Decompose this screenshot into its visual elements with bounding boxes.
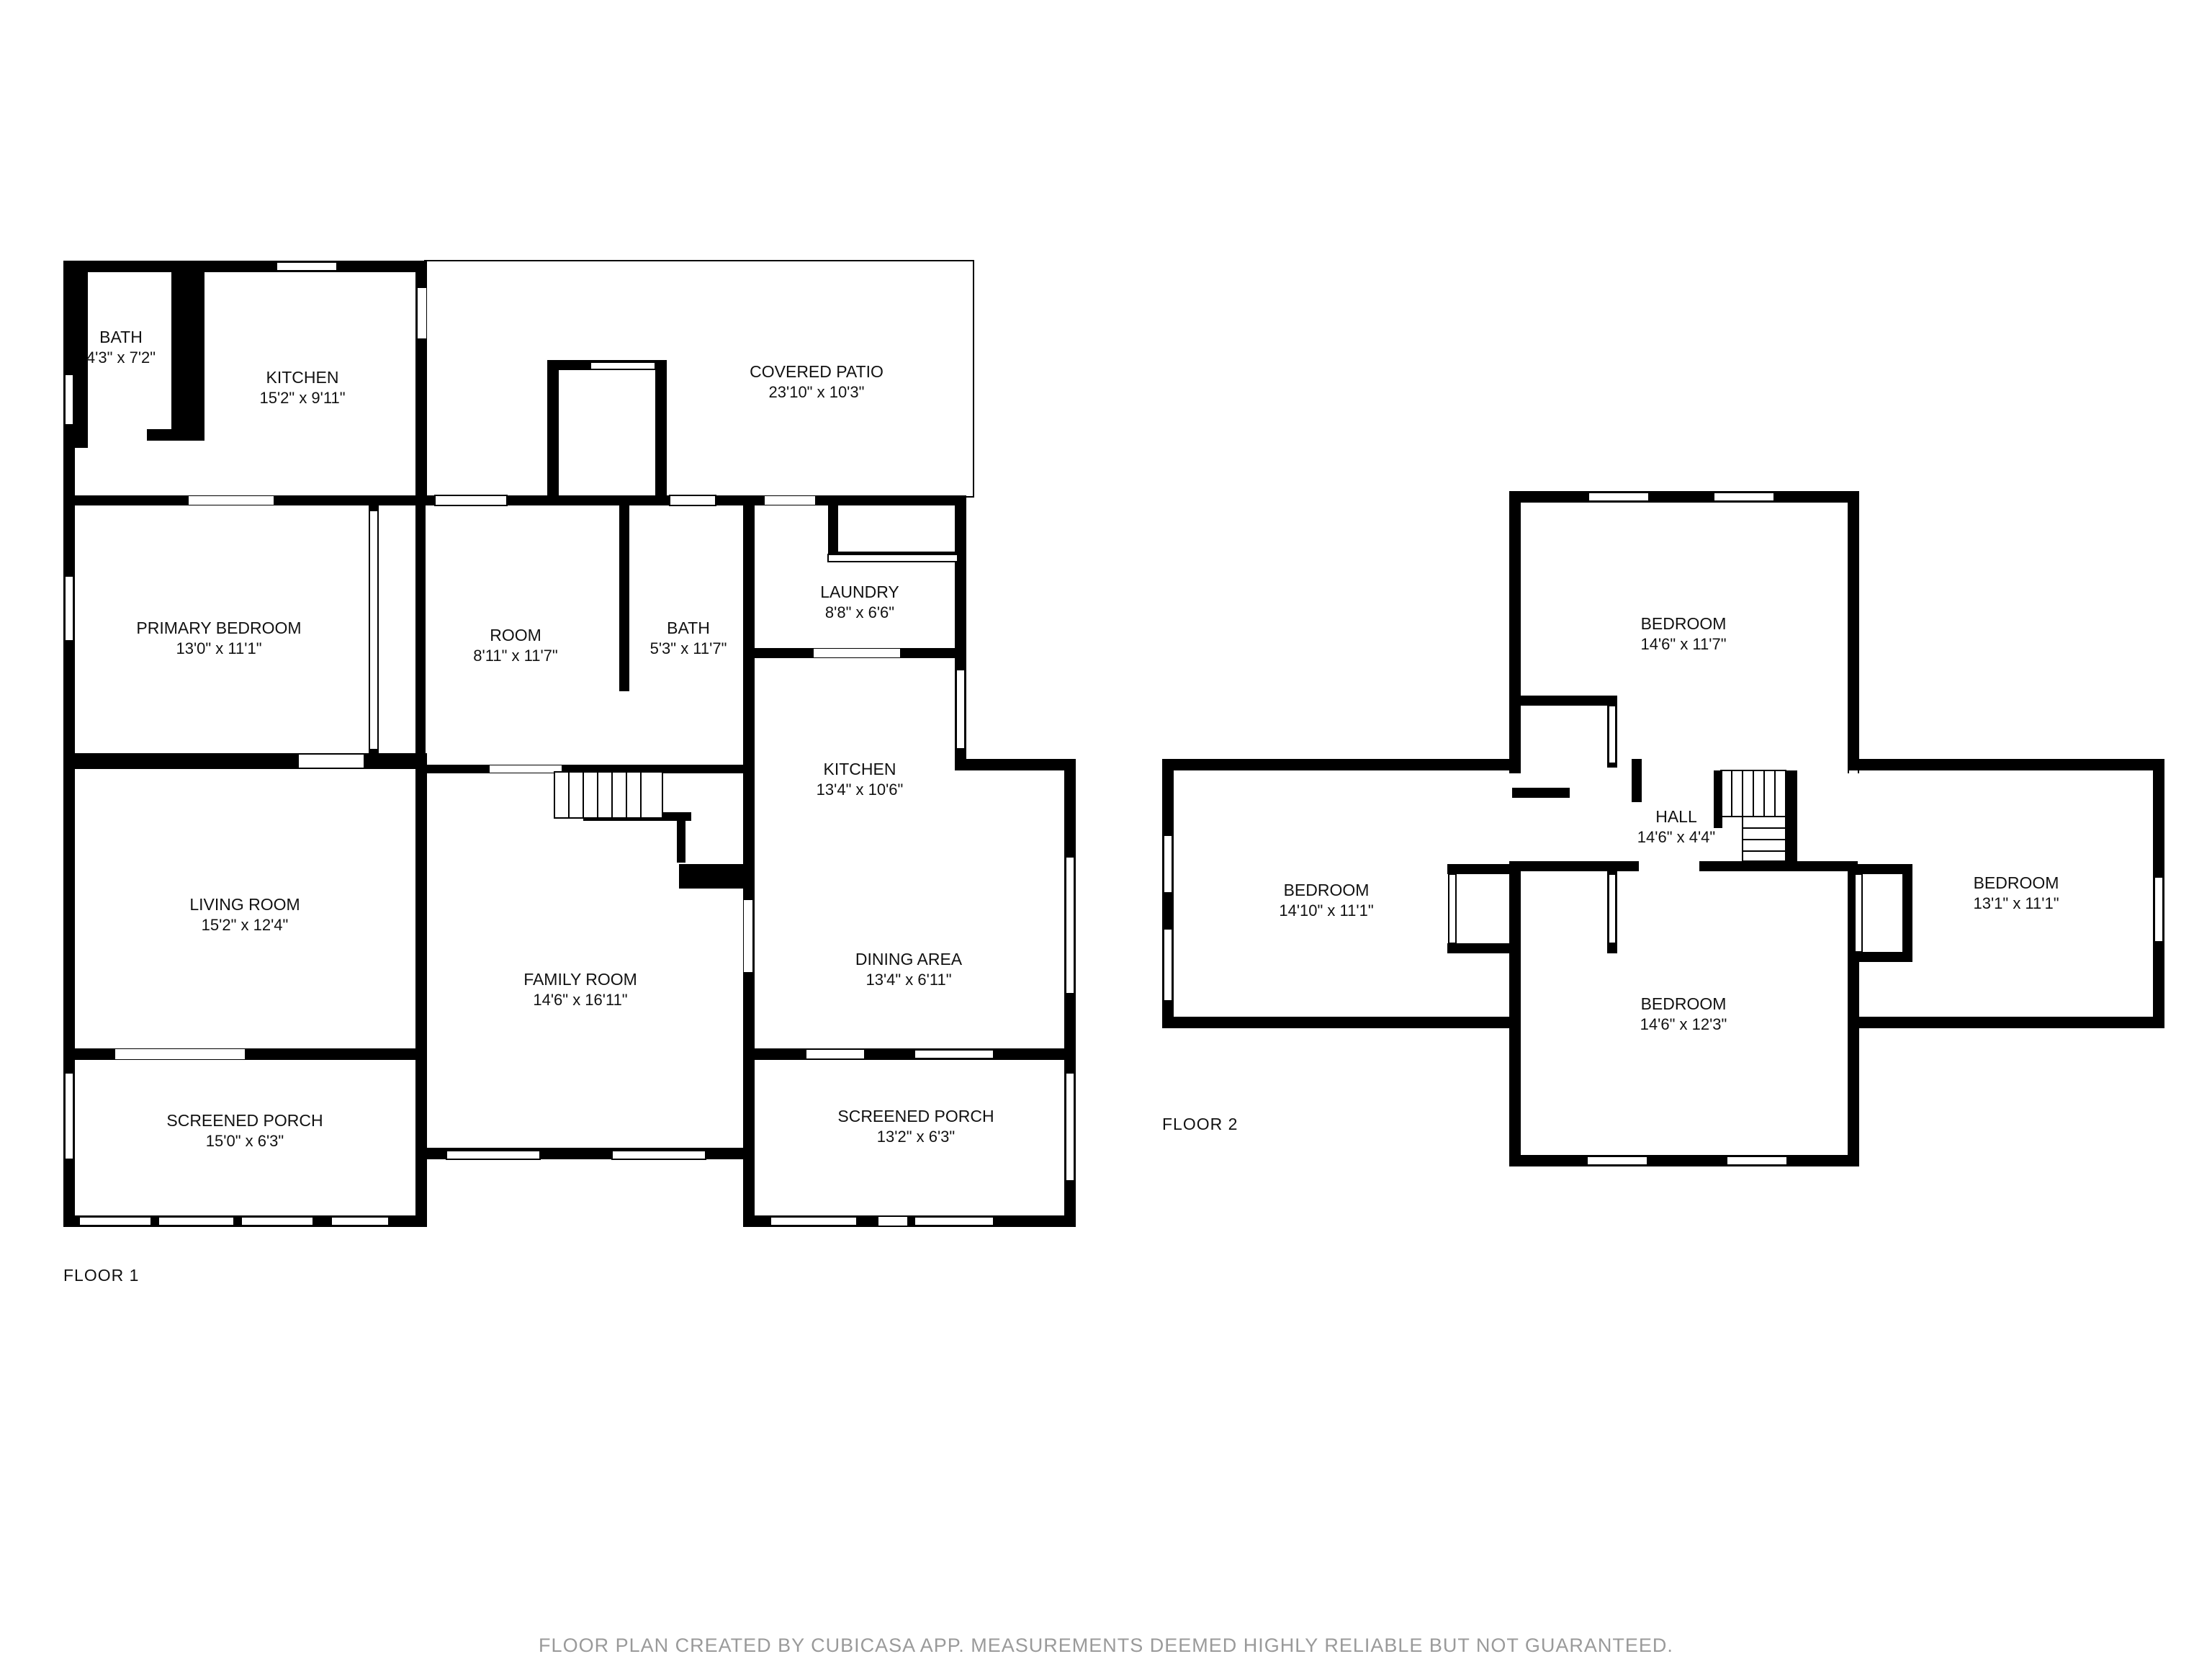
floor-1-interior-walls bbox=[63, 261, 1076, 1060]
room-dimensions: 8'8" x 6'6" bbox=[824, 603, 895, 621]
floor-1-plan bbox=[63, 260, 1076, 1227]
room-name: BEDROOM bbox=[1640, 994, 1727, 1013]
room-name: BEDROOM bbox=[1283, 880, 1370, 899]
room-dimensions: 14'6" x 11'7" bbox=[1640, 634, 1727, 653]
room-dimensions: 14'6" x 12'3" bbox=[1640, 1015, 1727, 1033]
room-label-bath-small: BATH 4'3" x 7'2" bbox=[86, 327, 156, 367]
room-label-family-room: FAMILY ROOM 14'6" x 16'11" bbox=[523, 969, 637, 1010]
footer-disclaimer: FLOOR PLAN CREATED BY CUBICASA APP. MEAS… bbox=[539, 1635, 1673, 1656]
room-label-living-room: LIVING ROOM 15'2" x 12'4" bbox=[189, 894, 300, 935]
room-name: BATH bbox=[667, 618, 710, 637]
room-label-laundry: LAUNDRY 8'8" x 6'6" bbox=[820, 582, 899, 622]
room-name: ROOM bbox=[490, 625, 541, 644]
room-label-kitchen-upper: KITCHEN 15'2" x 9'11" bbox=[259, 367, 345, 408]
floor-2-windows bbox=[1163, 492, 2164, 1166]
room-dimensions: 14'6" x 16'11" bbox=[533, 990, 628, 1009]
covered-patio-outline bbox=[424, 260, 974, 498]
room-dimensions: 14'6" x 4'4" bbox=[1637, 827, 1716, 846]
room-dimensions: 15'2" x 12'4" bbox=[201, 915, 289, 934]
room-dimensions: 15'0" x 6'3" bbox=[205, 1131, 284, 1150]
room-dimensions: 13'2" x 6'3" bbox=[876, 1127, 956, 1146]
floor-1-label: FLOOR 1 bbox=[63, 1266, 140, 1285]
room-dimensions: 13'4" x 6'11" bbox=[866, 970, 952, 989]
room-label-dining-area: DINING AREA 13'4" x 6'11" bbox=[855, 949, 962, 989]
room-name: BEDROOM bbox=[1973, 873, 2059, 892]
room-dimensions: 23'10" x 10'3" bbox=[768, 382, 865, 401]
room-dimensions: 4'3" x 7'2" bbox=[86, 348, 156, 367]
floor-1-stairs bbox=[554, 771, 663, 819]
room-label-covered-patio: COVERED PATIO 23'10" x 10'3" bbox=[750, 361, 884, 402]
room-label-primary-bedroom: PRIMARY BEDROOM 13'0" x 11'1" bbox=[136, 618, 301, 658]
room-label-bedroom-right: BEDROOM 13'1" x 11'1" bbox=[1973, 873, 2059, 913]
room-dimensions: 13'1" x 11'1" bbox=[1973, 894, 2059, 912]
floor-1-windows bbox=[64, 261, 1075, 1226]
floor-2-openings bbox=[1511, 760, 1858, 861]
floor-2-label: FLOOR 2 bbox=[1162, 1115, 1238, 1133]
floor-1-exterior-walls bbox=[63, 261, 1076, 1227]
room-label-screened-porch-left: SCREENED PORCH 15'0" x 6'3" bbox=[166, 1110, 323, 1151]
floor-2-stairs bbox=[1720, 770, 1786, 862]
room-name: BATH bbox=[99, 327, 143, 346]
room-name: SCREENED PORCH bbox=[166, 1110, 323, 1130]
room-name: BEDROOM bbox=[1640, 613, 1727, 633]
room-name: LIVING ROOM bbox=[189, 894, 300, 914]
room-label-bedroom-bottom: BEDROOM 14'6" x 12'3" bbox=[1640, 994, 1727, 1034]
room-label-bath-mid: BATH 5'3" x 11'7" bbox=[650, 618, 727, 658]
room-name: KITCHEN bbox=[266, 367, 339, 387]
room-dimensions: 14'10" x 11'1" bbox=[1279, 901, 1374, 920]
floor-1-openings bbox=[115, 288, 907, 1226]
room-name: FAMILY ROOM bbox=[523, 969, 637, 989]
floor-2-plan bbox=[1162, 491, 2164, 1166]
room-label-bedroom-top: BEDROOM 14'6" x 11'7" bbox=[1640, 613, 1726, 654]
room-name: COVERED PATIO bbox=[750, 361, 884, 381]
room-dimensions: 13'0" x 11'1" bbox=[176, 639, 262, 657]
room-name: DINING AREA bbox=[855, 949, 963, 968]
room-label-bedroom-left: BEDROOM 14'10" x 11'1" bbox=[1279, 880, 1373, 920]
room-label-room: ROOM 8'11" x 11'7" bbox=[473, 625, 557, 665]
room-dimensions: 15'2" x 9'11" bbox=[259, 388, 346, 407]
room-name: LAUNDRY bbox=[820, 582, 899, 601]
room-dimensions: 8'11" x 11'7" bbox=[473, 646, 558, 665]
room-name: KITCHEN bbox=[823, 759, 896, 778]
room-name: HALL bbox=[1655, 806, 1697, 826]
room-label-kitchen-lower: KITCHEN 13'4" x 10'6" bbox=[817, 759, 904, 799]
room-name: PRIMARY BEDROOM bbox=[136, 618, 302, 637]
room-label-screened-porch-right: SCREENED PORCH 13'2" x 6'3" bbox=[837, 1106, 994, 1146]
room-name: SCREENED PORCH bbox=[837, 1106, 994, 1125]
room-dimensions: 5'3" x 11'7" bbox=[649, 639, 727, 657]
room-label-hall: HALL 14'6" x 4'4" bbox=[1637, 806, 1715, 847]
room-dimensions: 13'4" x 10'6" bbox=[816, 780, 904, 799]
